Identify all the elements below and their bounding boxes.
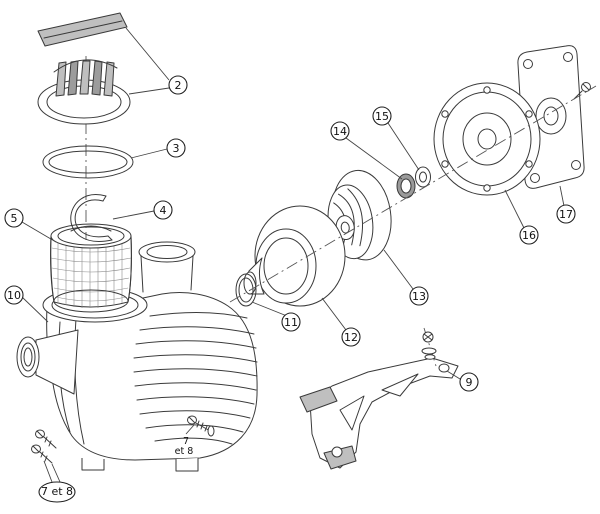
callout-9: 9 — [459, 372, 479, 392]
callout-10: 10 — [4, 285, 24, 305]
screws-left — [31, 429, 57, 464]
svg-text:9: 9 — [466, 376, 473, 389]
main-axis-line — [229, 85, 597, 303]
svg-text:14: 14 — [333, 125, 347, 138]
screw-mid — [187, 415, 215, 437]
label-7-et-8-mid: 7 et 8 — [175, 436, 194, 457]
svg-text:7: 7 — [183, 436, 189, 447]
svg-text:12: 12 — [344, 331, 358, 344]
svg-text:et 8: et 8 — [175, 446, 194, 457]
svg-text:15: 15 — [375, 110, 389, 123]
shaft-seal-seat — [415, 166, 431, 188]
shaft-seal-rotary — [396, 173, 416, 199]
svg-text:4: 4 — [160, 204, 167, 217]
callout-2: 2 — [168, 75, 188, 95]
callout-17: 17 — [556, 204, 576, 224]
callout-16: 16 — [519, 225, 539, 245]
callout-7-8-oval: 7 et 8 — [38, 481, 76, 503]
callout-11: 11 — [281, 312, 301, 332]
seal-plate — [433, 82, 541, 196]
svg-text:3: 3 — [173, 142, 180, 155]
svg-text:16: 16 — [522, 229, 536, 242]
callout-3: 3 — [166, 138, 186, 158]
svg-text:10: 10 — [7, 289, 21, 302]
basket-handle — [70, 194, 113, 242]
callout-12: 12 — [341, 327, 361, 347]
svg-text:17: 17 — [559, 208, 573, 221]
flange-screw-icon — [573, 82, 591, 100]
lid-lock-bar — [37, 12, 128, 47]
pump-lid — [37, 59, 131, 125]
diffuser — [243, 205, 346, 307]
svg-text:5: 5 — [11, 212, 18, 225]
svg-text:7 et 8: 7 et 8 — [41, 485, 73, 498]
callout-leaders — [21, 27, 565, 483]
callout-13: 13 — [409, 286, 429, 306]
callout-4: 4 — [153, 200, 173, 220]
bracket-bolt — [421, 331, 437, 360]
svg-text:11: 11 — [284, 316, 298, 329]
diffuser-o-ring — [235, 273, 257, 307]
svg-text:2: 2 — [175, 79, 182, 92]
callout-14: 14 — [330, 121, 350, 141]
motor-bracket — [299, 357, 459, 470]
callout-15: 15 — [372, 106, 392, 126]
strainer-basket — [50, 223, 132, 313]
lid-o-ring — [42, 145, 134, 179]
callout-5: 5 — [4, 208, 24, 228]
svg-text:13: 13 — [412, 290, 426, 303]
